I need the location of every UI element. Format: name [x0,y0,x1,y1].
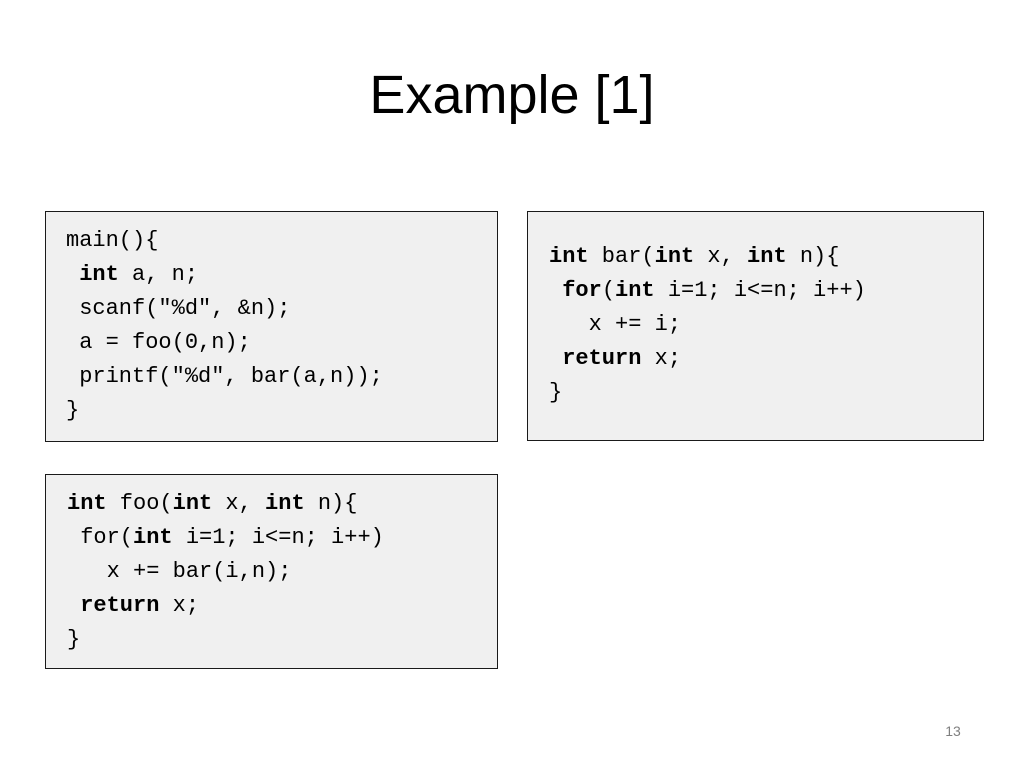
code-block-main: main(){ int a, n; scanf("%d", &n); a = f… [45,211,498,442]
code-line: x += bar(i,n); [67,555,497,589]
slide-title: Example [1] [369,65,655,125]
code-text [67,593,80,618]
page-number: 13 [945,723,961,739]
code-foo-text: int foo(int x, int n){ for(int i=1; i<=n… [46,475,497,657]
code-line: printf("%d", bar(a,n)); [66,360,497,394]
code-text [549,278,562,303]
code-text: } [67,627,81,652]
code-block-foo: int foo(int x, int n){ for(int i=1; i<=n… [45,474,498,669]
code-text: ( [601,278,616,303]
code-keyword: int [133,525,173,550]
code-line: } [66,394,497,428]
code-text [549,346,562,371]
code-keyword: int [549,244,589,269]
code-line: for(int i=1; i<=n; i++) [67,521,497,555]
code-text: } [66,398,80,423]
code-line: } [549,376,983,410]
code-text: for( [67,525,134,550]
code-line: scanf("%d", &n); [66,292,497,326]
code-text: x, [694,244,748,269]
code-text: scanf("%d", &n); [66,296,291,321]
code-text: printf("%d", bar(a,n)); [66,364,383,389]
code-text: n){ [786,244,840,269]
code-keyword: int [265,491,305,516]
code-main-text: main(){ int a, n; scanf("%d", &n); a = f… [46,212,497,428]
code-line: return x; [67,589,497,623]
code-keyword: int [79,262,119,287]
code-text: x += i; [549,312,682,337]
code-text: foo( [106,491,173,516]
code-line: main(){ [66,224,497,258]
code-line: int a, n; [66,258,497,292]
code-line: return x; [549,342,983,376]
code-keyword: return [80,593,160,618]
code-text: } [549,380,563,405]
code-keyword: int [654,244,695,269]
code-keyword: int [172,491,213,516]
code-line: int foo(int x, int n){ [67,487,497,521]
code-text: i=1; i<=n; i++) [654,278,866,303]
code-block-bar: int bar(int x, int n){ for(int i=1; i<=n… [527,211,984,441]
code-text: bar( [588,244,655,269]
code-line: x += i; [549,308,983,342]
code-text: a, n; [118,262,199,287]
code-keyword: int [615,278,655,303]
code-keyword: int [67,491,107,516]
code-line: a = foo(0,n); [66,326,497,360]
code-bar-text: int bar(int x, int n){ for(int i=1; i<=n… [528,212,983,410]
code-text: a = foo(0,n); [66,330,251,355]
code-keyword: return [562,346,642,371]
code-line: for(int i=1; i<=n; i++) [549,274,983,308]
code-text: main(){ [66,228,159,253]
code-text: x; [641,346,682,371]
code-keyword: int [747,244,787,269]
code-text: i=1; i<=n; i++) [172,525,384,550]
code-text: x, [212,491,266,516]
code-text: x; [159,593,200,618]
code-text: n){ [304,491,358,516]
code-text [66,262,79,287]
code-keyword: for [562,278,602,303]
code-line: int bar(int x, int n){ [549,240,983,274]
code-text: x += bar(i,n); [67,559,292,584]
code-line: } [67,623,497,657]
